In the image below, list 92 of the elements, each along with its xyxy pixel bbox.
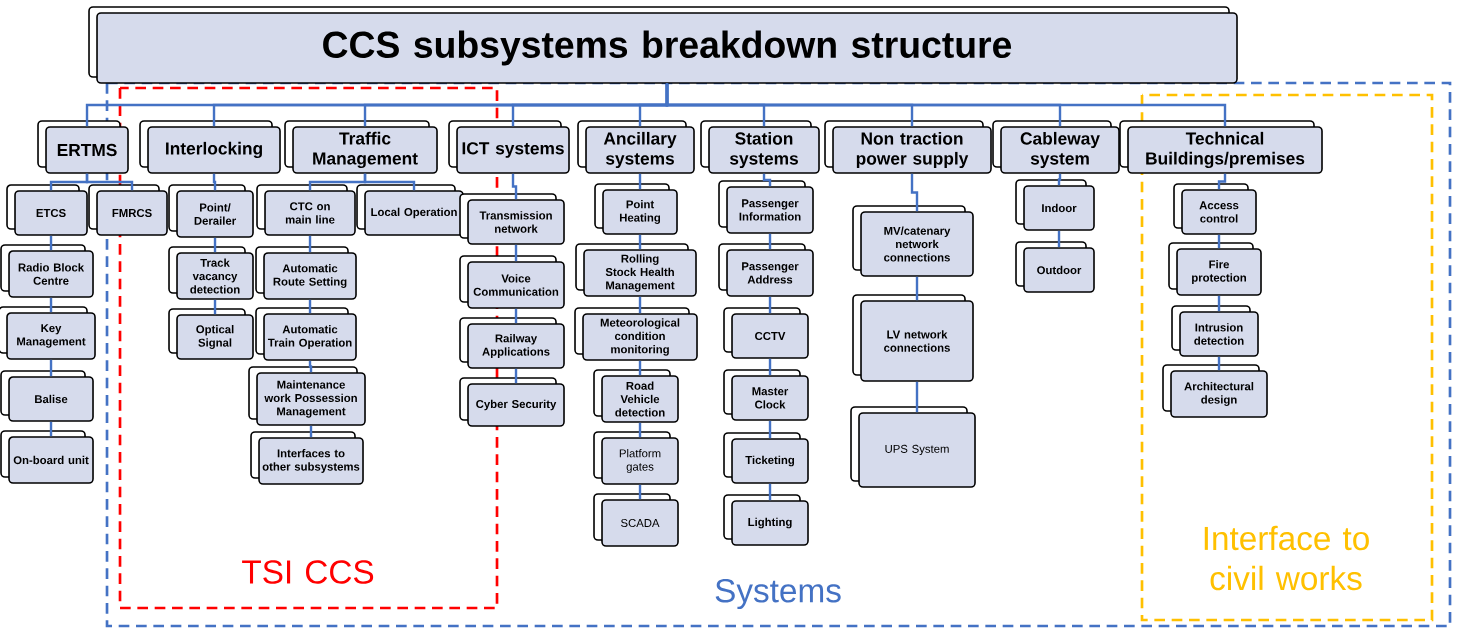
subsystem-box: Railway Applications [459, 317, 565, 369]
subsystem-box: ETCS [6, 184, 88, 236]
connector-line [1057, 173, 1062, 186]
subsystem-box: Passenger Address [718, 243, 814, 297]
subsystem-box: Meteorological condition monitoring [574, 307, 698, 361]
region-label: TSI CCS [242, 560, 374, 584]
connector-line [638, 173, 642, 190]
connector-line [213, 299, 217, 315]
subsystem-box: Voice Communication [459, 255, 565, 309]
subsystem-box: Rolling Stock Health Management [575, 243, 697, 297]
connector-line [1217, 234, 1221, 249]
connector-line [49, 421, 53, 437]
connector-line [514, 244, 518, 262]
subsystem-box: Transmission network [459, 193, 565, 245]
subsystem-box: Key Management [0, 306, 96, 360]
connector-line [308, 360, 313, 373]
region-label: Interface to civil works [1204, 525, 1369, 591]
subsystem-box: Radio Block Centre [0, 244, 94, 298]
subsystem-box: Automatic Train Operation [255, 307, 357, 361]
subsystem-box: Balise [0, 370, 94, 422]
connector-line [363, 173, 416, 191]
connector-line [915, 381, 919, 413]
subsystem-box: Optical Signal [168, 308, 254, 360]
connector-line [49, 235, 53, 251]
subsystem-box: Automatic Route Setting [255, 246, 357, 300]
subsystem-box: On-board unit [0, 430, 94, 484]
connector-line [511, 173, 518, 200]
connector-line [308, 299, 312, 314]
connector-line [638, 484, 642, 500]
subsystem-box: Maintenance work Possession Management [248, 366, 366, 426]
subsystem-box: LV network connections [852, 294, 974, 382]
connector-line [910, 173, 919, 212]
category-box: ERTMS [37, 120, 129, 174]
connector-line [638, 360, 642, 376]
connector-line [49, 359, 53, 377]
subsystem-box: Interfaces to other subsystems [250, 431, 364, 485]
subsystem-box: Master Clock [723, 369, 809, 421]
connector-line [768, 358, 772, 376]
category-box: Ancillary systems [577, 120, 695, 174]
connector-line [1217, 173, 1227, 190]
subsystem-box: Intrusion detection [1171, 305, 1259, 357]
connector-line [665, 83, 1227, 127]
subsystem-box: UPS System [850, 406, 976, 488]
region-label: Systems [715, 578, 841, 610]
subsystem-box: MV/catenary network connections [852, 205, 974, 277]
subsystem-box: Indoor [1015, 179, 1095, 231]
subsystem-box: CCTV [723, 307, 809, 359]
subsystem-box: Fire protection [1168, 242, 1262, 296]
connector-line [638, 234, 642, 250]
connector-line [768, 233, 772, 250]
title-box: CCS subsystems breakdown structure [88, 6, 1238, 84]
connector-line [638, 422, 642, 438]
subsystem-box: Road Vehicle detection [593, 369, 679, 423]
connector-line [514, 308, 518, 324]
subsystem-box: CTC on main line [256, 184, 356, 236]
connector-line [85, 173, 134, 191]
connector-line [638, 296, 642, 314]
connector-line [762, 173, 772, 187]
subsystem-box: Cyber Security [459, 377, 565, 427]
subsystem-box: Platform gates [593, 431, 679, 485]
connector-line [213, 237, 217, 253]
subsystem-box: Architectural design [1162, 364, 1268, 418]
subsystem-box: Passenger Information [718, 180, 814, 234]
subsystem-box: Lighting [723, 494, 809, 546]
subsystem-box: Track vacancy detection [168, 246, 254, 300]
category-box: Interlocking [139, 120, 281, 174]
connector-line [49, 297, 53, 313]
connector-line [309, 425, 313, 438]
category-box: Technical Buildings/premises [1119, 120, 1323, 174]
category-box: Station systems [700, 120, 820, 174]
subsystem-box: Outdoor [1015, 241, 1095, 293]
connector-line [1217, 356, 1221, 371]
connector-line [1057, 230, 1061, 248]
category-box: Non traction power supply [824, 120, 992, 174]
category-box: Traffic Management [284, 120, 438, 174]
connector-line [308, 235, 312, 253]
connector-line [514, 368, 518, 384]
subsystem-box: SCADA [593, 493, 679, 547]
connector-line [768, 483, 772, 501]
connector-line [915, 276, 919, 301]
connector-line [768, 420, 772, 439]
connector-line [212, 173, 217, 191]
subsystem-box: Point Heating [594, 183, 678, 235]
subsystem-box: Access control [1173, 183, 1257, 235]
category-box: ICT systems [448, 120, 570, 174]
subsystem-box: Local Operation [356, 184, 464, 236]
connector-line [768, 296, 772, 314]
connector-line [1217, 295, 1221, 312]
subsystem-box: FMRCS [88, 184, 168, 236]
subsystem-box: Point/ Derailer [168, 184, 254, 238]
category-box: Cableway system [992, 120, 1120, 174]
subsystem-box: Ticketing [723, 432, 809, 484]
